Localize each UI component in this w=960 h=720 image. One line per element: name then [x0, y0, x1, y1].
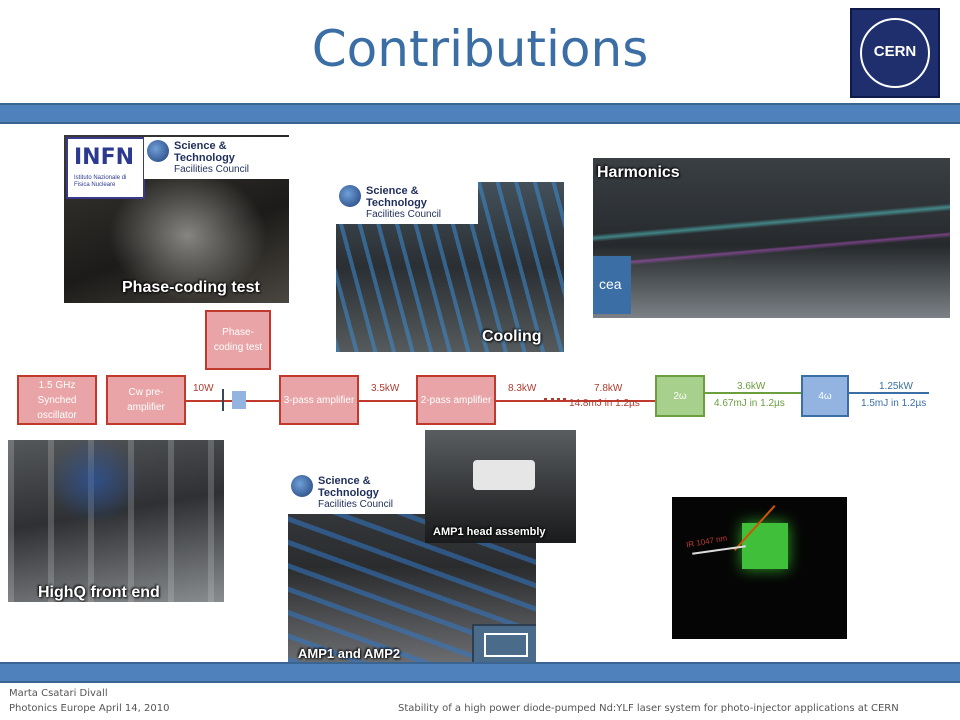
bottom-divider-band [0, 662, 960, 683]
amp-3pass-box: 3-pass amplifier [279, 375, 359, 425]
footer-event: Photonics Europe April 14, 2010 [9, 703, 170, 714]
ifmp-logo [472, 624, 536, 662]
power-label-7-8kw: 7.8kW [594, 383, 623, 394]
energy-label-1-5mj: 1.5mJ in 1.2µs [861, 398, 927, 409]
cern-logo-text: CERN [873, 43, 917, 60]
link-line [705, 392, 801, 394]
harmonics-photo: cea Harmonics [593, 158, 950, 318]
phase-coding-photo-label: Phase-coding test [122, 279, 260, 296]
stfc-logo: Science & Technology Facilities Council [336, 182, 478, 224]
phase-coding-photo: INFN Istituto Nazionale di Fisica Nuclea… [64, 135, 289, 303]
fourth-harmonic-box: 4ω [801, 375, 849, 417]
stfc-logo-line2: Facilities Council [174, 164, 250, 175]
cooling-photo-label: Cooling [482, 328, 542, 345]
preamp-box: Cw pre-amplifier [106, 375, 186, 425]
cooling-photo: Science & Technology Facilities Council … [336, 182, 564, 352]
power-label-3-6kw: 3.6kW [737, 381, 766, 392]
power-label-10w: 10W [193, 383, 214, 394]
amp-2pass-box: 2-pass amplifier [416, 375, 496, 425]
cea-logo: cea [593, 256, 631, 314]
amp-2pass-box-label: 2-pass amplifier [420, 394, 492, 406]
highq-photo: HighQ front end [8, 440, 224, 602]
amp12-photo: Science & Technology Facilities Council … [288, 472, 536, 662]
cern-logo: CERN [850, 8, 940, 98]
phase-coding-box: Phase-coding test [205, 310, 271, 370]
amp12-photo-label: AMP1 and AMP2 [298, 646, 401, 661]
top-divider-band [0, 103, 960, 124]
harmonics-photo-label: Harmonics [597, 164, 680, 181]
stfc-logo-line1: Science & Technology [174, 140, 235, 164]
fourth-harmonic-box-label: 4ω [818, 390, 832, 402]
amp-head-photo-label: AMP1 head assembly [433, 526, 546, 538]
phase-coding-box-label: Phase-coding test [213, 327, 263, 353]
stfc-logo-line2: Facilities Council [366, 209, 442, 220]
infn-logo: INFN Istituto Nazionale di Fisica Nuclea… [66, 137, 145, 199]
modulator-marker [222, 389, 224, 411]
energy-label-14-8mj: 14.8mJ in 1.2µs [569, 398, 640, 409]
amp-3pass-box-label: 3-pass amplifier [283, 394, 355, 406]
power-label-3-5kw: 3.5kW [371, 383, 400, 394]
energy-label-4-67mj: 4.67mJ in 1.2µs [714, 398, 785, 409]
infn-logo-subtitle: Istituto Nazionale di Fisica Nucleare [74, 175, 127, 188]
power-label-1-25kw: 1.25kW [879, 381, 913, 392]
highq-photo-label: HighQ front end [38, 584, 160, 601]
link-line [359, 400, 416, 402]
crystal-photo: IR 1047 nm [672, 497, 847, 639]
second-harmonic-box: 2ω [655, 375, 705, 417]
stfc-logo: Science & Technology Facilities Council [288, 472, 428, 514]
preamp-box-label: Cw pre-amplifier [127, 387, 165, 413]
amp-head-photo: AMP1 head assembly [425, 430, 576, 543]
power-label-8-3kw: 8.3kW [508, 383, 537, 394]
stfc-logo-line1: Science & Technology [366, 185, 427, 209]
infn-logo-text: INFN [74, 145, 135, 170]
ir-label: IR 1047 nm [685, 533, 728, 550]
stfc-logo-line1: Science & Technology [318, 475, 379, 499]
dotted-marker [544, 398, 566, 401]
cea-logo-text: cea [599, 276, 622, 292]
stfc-logo-line2: Facilities Council [318, 499, 394, 510]
link-line [849, 392, 929, 394]
oscillator-box-label: 1.5 GHz Synched oscillator [37, 379, 77, 421]
stfc-logo: Science & Technology Facilities Council [144, 137, 289, 179]
page-title: Contributions [311, 20, 649, 78]
footer-talk-title: Stability of a high power diode-pumped N… [398, 703, 899, 714]
oscillator-box: 1.5 GHz Synched oscillator [17, 375, 97, 425]
footer-author: Marta Csatari Divall [9, 688, 108, 699]
link-line [496, 400, 655, 402]
modulator-element [232, 391, 246, 409]
second-harmonic-box-label: 2ω [673, 390, 687, 402]
